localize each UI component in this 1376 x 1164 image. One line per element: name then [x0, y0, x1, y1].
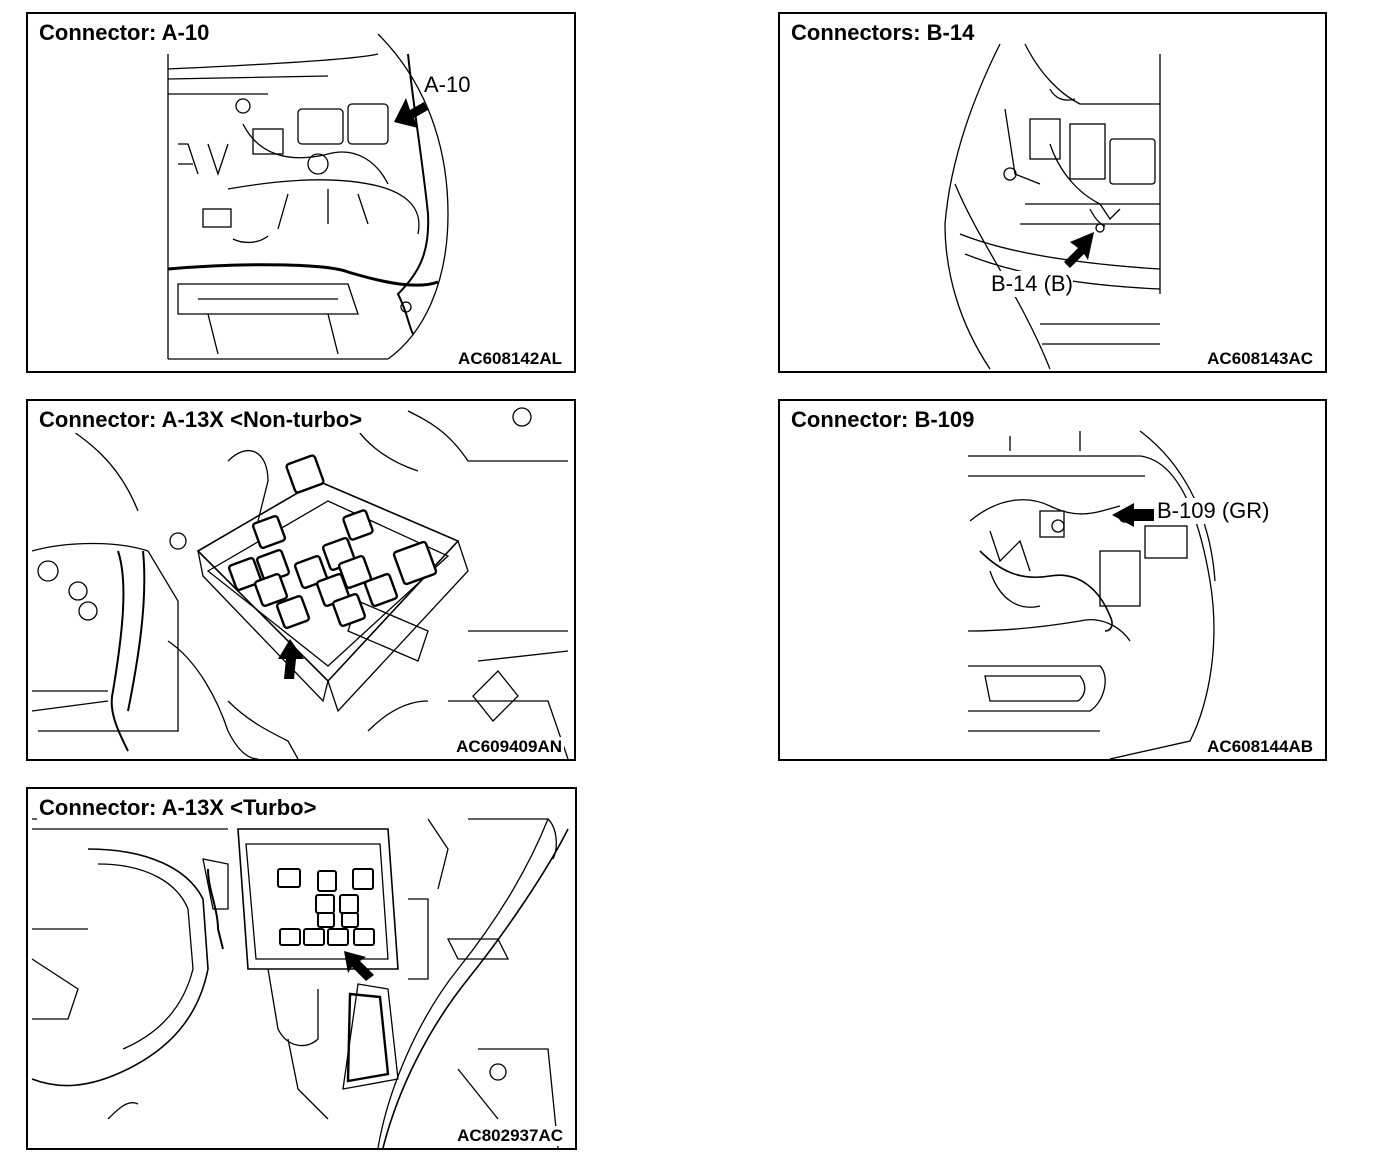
figure-connector-a13x-non-turbo: Connector: A-13X <Non-turbo> AC609409AN	[26, 399, 576, 761]
figure-title: Connector: A-10	[37, 20, 212, 46]
connector-callout-label: B-14 (B)	[991, 271, 1073, 297]
figure-connector-a13x-turbo: Connector: A-13X <Turbo> AC802937AC	[26, 787, 577, 1150]
connector-callout-label: B-109 (GR)	[1157, 498, 1270, 524]
figure-title: Connector: A-13X <Turbo>	[37, 795, 319, 821]
pointer-arrow-icon	[1112, 503, 1154, 527]
figure-title: Connector: A-13X <Non-turbo>	[37, 407, 365, 433]
figure-code: AC608142AL	[456, 349, 564, 369]
figure-code: AC609409AN	[454, 737, 564, 757]
relay-blocks-drawing	[277, 868, 375, 946]
pointer-arrow-icon	[278, 639, 304, 679]
pointer-arrow-icon	[1064, 232, 1094, 268]
figure-code: AC608144AB	[1205, 737, 1315, 757]
pointer-arrow-icon	[394, 98, 428, 128]
relay-blocks-drawing	[227, 454, 438, 630]
figure-connector-b109: Connector: B-109 B-109 (GR) AC608144AB	[778, 399, 1327, 761]
figure-title: Connector: B-109	[789, 407, 977, 433]
engine-bay-drawing-b14	[944, 43, 1161, 370]
figure-code: AC608143AC	[1205, 349, 1315, 369]
engine-bay-drawing-a10	[167, 33, 449, 360]
connector-callout-label: A-10	[424, 72, 471, 98]
figure-code: AC802937AC	[455, 1126, 565, 1146]
pointer-arrow-icon	[344, 951, 374, 981]
figure-title: Connectors: B-14	[789, 20, 977, 46]
figure-connectors-b14: Connectors: B-14 B-14 (B) AC608143AC	[778, 12, 1327, 373]
figure-connector-a10: Connector: A-10 A-10 AC608142AL	[26, 12, 576, 373]
